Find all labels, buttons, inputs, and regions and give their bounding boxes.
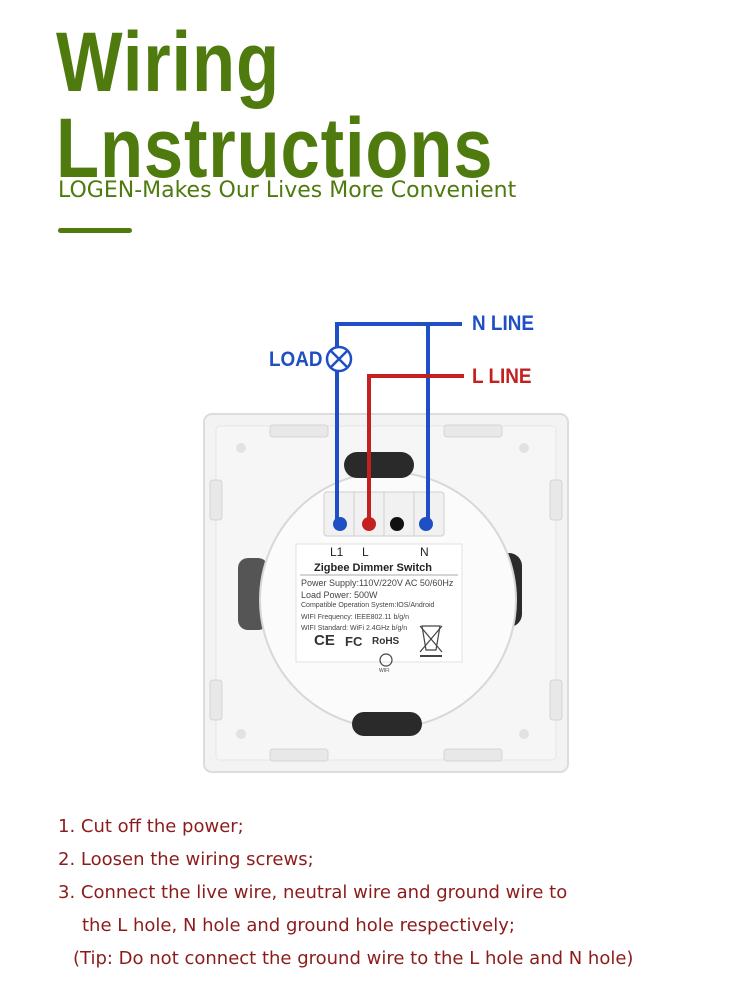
ce-mark: CE <box>314 632 335 649</box>
top-tab <box>344 452 414 478</box>
title-line-2: Lnstructions <box>56 101 494 195</box>
tip-note: (Tip: Do not connect the ground wire to … <box>73 948 634 969</box>
product-label-line: WIFI Standard: WiFi 2.4GHz b/g/n <box>301 625 408 632</box>
product-label-line: WIFI Frequency: IEEE802.11 b/g/n <box>301 614 410 621</box>
product-label-line: Power Supply:110V/220V AC 50/60Hz <box>301 578 454 588</box>
n-terminal-dot <box>419 517 433 531</box>
step-1: 1. Cut off the power; <box>58 816 244 837</box>
step-3: 3. Connect the live wire, neutral wire a… <box>58 882 568 903</box>
terminal-label-n: N <box>420 545 429 559</box>
product-label-line: Load Power: 500W <box>301 590 378 600</box>
fc-mark: FC <box>345 634 363 649</box>
product-label-line: Compatible Operation System:IOS/Android <box>301 602 435 609</box>
l1-terminal-dot <box>333 517 347 531</box>
l-line-label: L LINE <box>472 365 532 388</box>
step-3-continued: the L hole, N hole and ground hole respe… <box>82 915 515 936</box>
product-label-title: Zigbee Dimmer Switch <box>314 562 432 574</box>
title-line-1: Wiring <box>56 15 280 109</box>
weee-bin-icon <box>421 625 441 651</box>
terminal-label-l1: L1 <box>330 545 344 559</box>
l-line-wire <box>367 374 464 525</box>
n-line-wire-left <box>335 322 462 525</box>
load-label: LOAD <box>269 348 323 371</box>
bottom-tab <box>352 712 422 736</box>
step-2: 2. Loosen the wiring screws; <box>58 849 314 870</box>
instruction-steps: 1. Cut off the power; 2. Loosen the wiri… <box>58 812 738 977</box>
subtitle: LOGEN-Makes Our Lives More Convenient <box>58 178 517 203</box>
switch-illustration <box>203 322 569 773</box>
wifi-mark-label: WIFI <box>379 668 390 674</box>
title-underline <box>58 228 132 233</box>
n-line-label: N LINE <box>472 312 534 335</box>
wiring-diagram: N LINE L LINE LOAD L1 L N Zigbee Dimmer … <box>0 300 750 790</box>
ground-terminal-dot <box>390 517 404 531</box>
l-terminal-dot <box>362 517 376 531</box>
rohs-mark: RoHS <box>372 636 400 647</box>
wifi-icon <box>379 653 393 667</box>
terminal-label-l: L <box>362 545 369 559</box>
